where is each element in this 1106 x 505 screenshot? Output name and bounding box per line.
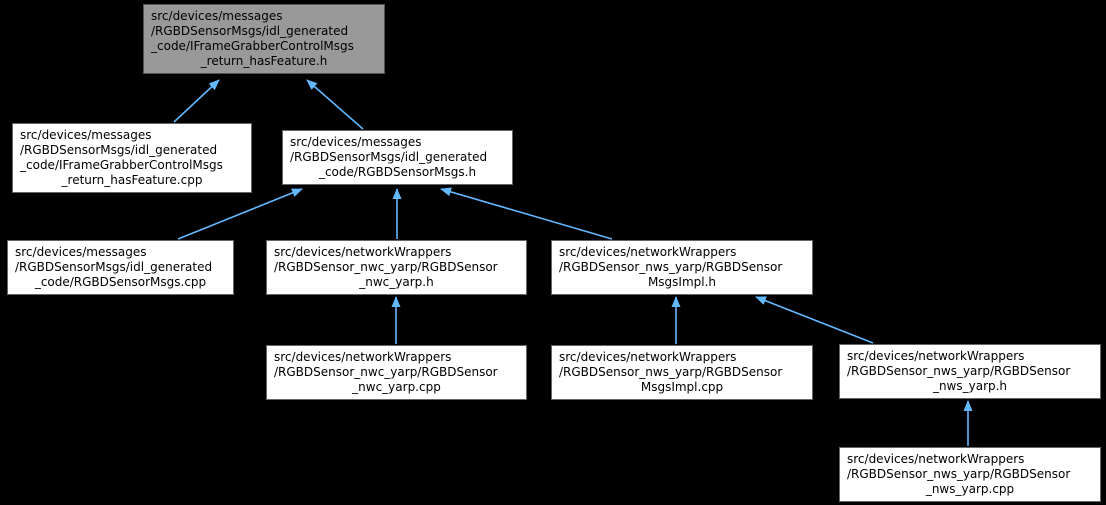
node-label-line: /RGBDSensor_nwc_yarp/RGBDSensor bbox=[274, 260, 498, 274]
node-nwc-yarp-cpp[interactable]: src/devices/networkWrappers /RGBDSensor_… bbox=[266, 345, 527, 400]
node-label-line: _return_hasFeature.h bbox=[200, 54, 328, 68]
node-label-line: src/devices/messages bbox=[151, 9, 283, 23]
node-label-line: /RGBDSensorMsgs/idl_generated bbox=[20, 143, 218, 157]
edge-rgbdsensormsgs-h-to-hasfeature-h bbox=[306, 79, 364, 130]
node-hasfeature-cpp[interactable]: src/devices/messages /RGBDSensorMsgs/idl… bbox=[12, 123, 252, 193]
node-rgbdsensormsgs-cpp[interactable]: src/devices/messages /RGBDSensorMsgs/idl… bbox=[7, 240, 234, 295]
node-label-line: src/devices/networkWrappers bbox=[559, 350, 737, 364]
node-label-line: src/devices/networkWrappers bbox=[847, 452, 1025, 466]
node-label-line: MsgsImpl.h bbox=[647, 275, 717, 289]
edge-rgbdsensormsgs-cpp-to-rgbdsensormsgs-h bbox=[177, 188, 303, 240]
node-label-line: _code/IFrameGrabberControlMsgs bbox=[20, 158, 223, 172]
edge-hasfeature-cpp-to-hasfeature-h bbox=[173, 79, 220, 123]
edge-nws-yarp-h-to-msgsimpl-h bbox=[755, 296, 874, 344]
node-label-line: _nwc_yarp.h bbox=[359, 275, 434, 289]
node-label-line: _nws_yarp.cpp bbox=[925, 482, 1015, 496]
edge-msgsimpl-h-to-rgbdsensormsgs-h bbox=[440, 187, 613, 240]
node-label-line: MsgsImpl.cpp bbox=[640, 380, 724, 394]
node-label-line: /RGBDSensorMsgs/idl_generated bbox=[290, 150, 488, 164]
node-label-line: /RGBDSensorMsgs/idl_generated bbox=[151, 24, 349, 38]
node-label-line: _nwc_yarp.cpp bbox=[352, 380, 441, 394]
node-label-line: /RGBDSensorMsgs/idl_generated bbox=[15, 260, 213, 274]
node-nwc-yarp-h[interactable]: src/devices/networkWrappers /RGBDSensor_… bbox=[266, 240, 527, 295]
node-label-line: src/devices/networkWrappers bbox=[847, 349, 1025, 363]
node-label-line: /RGBDSensor_nws_yarp/RGBDSensor bbox=[847, 467, 1071, 481]
node-label-line: src/devices/messages bbox=[290, 135, 422, 149]
node-label-line: _code/RGBDSensorMsgs.h bbox=[318, 165, 477, 179]
node-rgbdsensormsgs-h[interactable]: src/devices/messages /RGBDSensorMsgs/idl… bbox=[282, 130, 513, 185]
node-label-line: src/devices/networkWrappers bbox=[274, 350, 452, 364]
node-msgsimpl-h[interactable]: src/devices/networkWrappers /RGBDSensor_… bbox=[551, 240, 813, 295]
node-label-line: /RGBDSensor_nws_yarp/RGBDSensor bbox=[559, 260, 783, 274]
node-hasfeature-h[interactable]: src/devices/messages /RGBDSensorMsgs/idl… bbox=[143, 4, 385, 74]
node-label-line: /RGBDSensor_nws_yarp/RGBDSensor bbox=[559, 365, 783, 379]
node-label-line: _code/IFrameGrabberControlMsgs bbox=[151, 39, 354, 53]
node-label-line: _nws_yarp.h bbox=[932, 379, 1008, 393]
node-label-line: src/devices/networkWrappers bbox=[274, 245, 452, 259]
node-label-line: _code/RGBDSensorMsgs.cpp bbox=[34, 275, 207, 289]
node-nws-yarp-cpp[interactable]: src/devices/networkWrappers /RGBDSensor_… bbox=[839, 447, 1101, 502]
node-label-line: src/devices/messages bbox=[15, 245, 147, 259]
node-nws-yarp-h[interactable]: src/devices/networkWrappers /RGBDSensor_… bbox=[839, 344, 1101, 399]
node-label-line: /RGBDSensor_nws_yarp/RGBDSensor bbox=[847, 364, 1071, 378]
node-label-line: /RGBDSensor_nwc_yarp/RGBDSensor bbox=[274, 365, 498, 379]
node-label-line: _return_hasFeature.cpp bbox=[61, 173, 203, 187]
node-label-line: src/devices/messages bbox=[20, 128, 152, 142]
node-msgsimpl-cpp[interactable]: src/devices/networkWrappers /RGBDSensor_… bbox=[551, 345, 813, 400]
node-label-line: src/devices/networkWrappers bbox=[559, 245, 737, 259]
